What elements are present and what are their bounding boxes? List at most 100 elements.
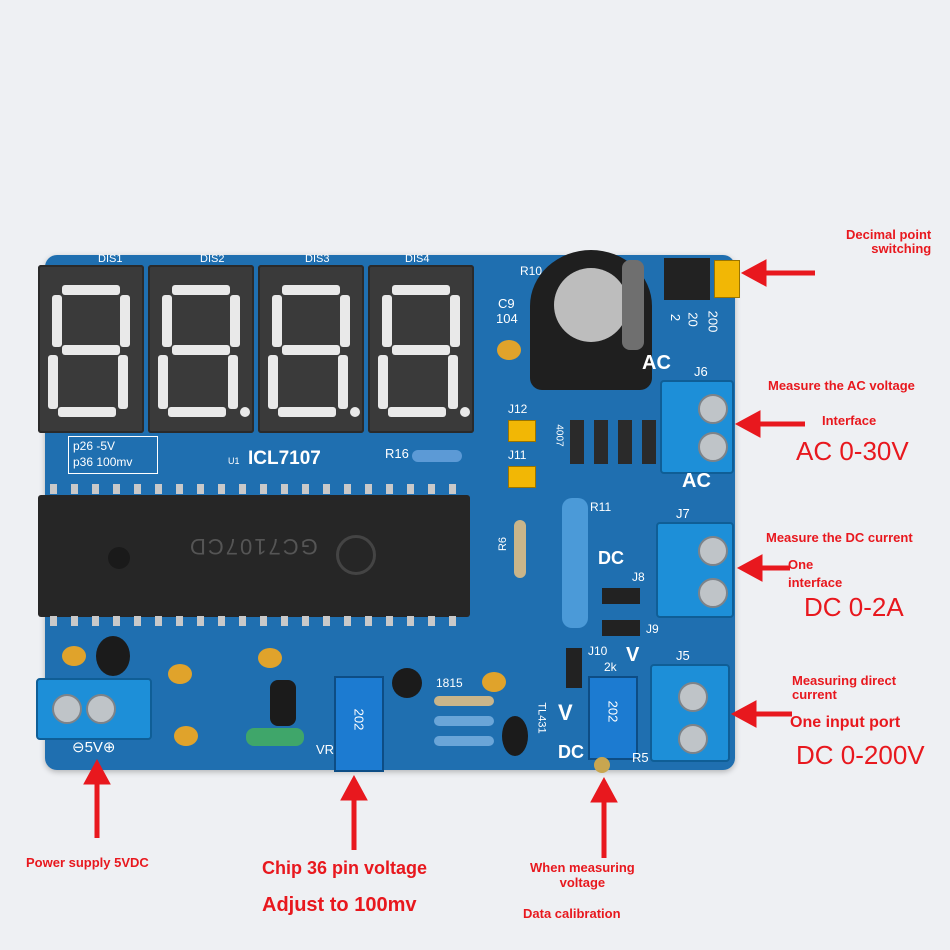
chip-pin (71, 484, 78, 494)
chip-pin (302, 484, 309, 494)
arrow-up-icon (340, 774, 368, 850)
decimal-point-annotation: Decimal point switching (846, 227, 932, 256)
dc-input-port-annotation: One input port (790, 714, 901, 731)
c9-value: 104 (496, 311, 518, 326)
chip-pin (92, 616, 99, 626)
arrow-up-icon (83, 758, 111, 838)
jumper-j12[interactable] (508, 420, 536, 442)
chip-pin (428, 484, 435, 494)
chip-pin (176, 484, 183, 494)
j10-label: J10 (588, 644, 608, 658)
chip-pin (134, 616, 141, 626)
ac-interface-annotation: Interface (822, 413, 877, 428)
chip-pin (428, 616, 435, 626)
ac-terminal-j6[interactable] (660, 380, 734, 474)
r16-label: R16 (385, 446, 409, 461)
seven-segment-digit-1 (38, 265, 144, 433)
ac-silk-top: AC (642, 352, 671, 374)
j6-label: J6 (694, 364, 708, 379)
chip-pin (92, 484, 99, 494)
transistor (392, 668, 422, 698)
j9-label: J9 (646, 622, 659, 636)
chip-pins-bottom (50, 616, 470, 628)
power-supply-annotation: Power supply 5VDC (26, 855, 149, 870)
dc-current-terminal-j7[interactable] (656, 522, 734, 618)
calibration-annotation: Data calibration (523, 906, 621, 921)
dc-current-annotation: Measure the DC current (766, 530, 913, 545)
screw-icon (698, 394, 728, 424)
power-silk: ⊖5V⊕ (72, 739, 116, 756)
chip-pin (449, 484, 456, 494)
j5-label: J5 (676, 648, 690, 663)
calibration-potentiometer[interactable]: 202 (588, 676, 638, 760)
ac-range-annotation: AC 0-30V (796, 436, 909, 466)
chip-pin (239, 484, 246, 494)
resistor-r6 (514, 520, 526, 578)
u1-label: U1 (228, 456, 240, 466)
inductor (246, 728, 304, 746)
chip-pin (155, 484, 162, 494)
manufacturer-logo-icon (336, 535, 376, 575)
chip-pin (449, 616, 456, 626)
chip-pin (155, 616, 162, 626)
dc-current-range-annotation: DC 0-2A (804, 592, 904, 622)
arrow-left-icon (730, 700, 792, 728)
arrow-left-icon (740, 259, 815, 287)
arrow-up-icon (590, 776, 618, 858)
dc-silk-voltage: DC (558, 742, 584, 762)
chip-pin (365, 484, 372, 494)
dc-voltage-range-annotation: DC 0-200V (796, 740, 925, 770)
j11-label: J11 (508, 448, 527, 462)
dc-voltage-terminal-j5[interactable] (650, 664, 730, 762)
screw-icon (678, 724, 708, 754)
ac-silk-bottom: AC (682, 470, 711, 492)
chip-pin (281, 484, 288, 494)
p36-note: p36 100mv (73, 455, 133, 469)
r5-label: R5 (632, 750, 649, 765)
rectifier-diodes (568, 412, 656, 472)
p26-note: p26 -5V (73, 439, 116, 453)
electrolytic-capacitor (530, 250, 652, 390)
chip-pin (407, 616, 414, 626)
screw-icon (86, 694, 116, 724)
header-j10 (566, 648, 582, 688)
seven-segment-digit-4 (368, 265, 474, 433)
chip-pin (302, 616, 309, 626)
ceramic-capacitor (168, 664, 192, 684)
reference-potentiometer[interactable]: 202 (334, 676, 384, 772)
chip-pin (386, 484, 393, 494)
ceramic-capacitor (174, 726, 198, 746)
power-terminal[interactable] (36, 678, 152, 740)
screw-icon (678, 682, 708, 712)
dc-silk-current: DC (598, 548, 624, 568)
chip-pin (71, 616, 78, 626)
jumper-j11[interactable] (508, 466, 536, 488)
dis3-label: DIS3 (305, 253, 330, 265)
arrow-left-icon (734, 410, 805, 438)
small-capacitor (96, 636, 130, 676)
dc-interface-annotation: interface (788, 575, 843, 590)
resistor (434, 716, 494, 726)
ceramic-capacitor (482, 672, 506, 692)
decimal-pin-header (664, 258, 710, 300)
j8-label: J8 (632, 570, 645, 584)
decimal-jumper[interactable] (714, 260, 740, 298)
tl431-regulator (502, 716, 528, 756)
adjust-annotation: Adjust to 100mv (262, 894, 417, 916)
icl7107-chip: GC7107CD (38, 495, 470, 617)
ceramic-capacitor-c9 (497, 340, 521, 360)
resistor (434, 696, 494, 706)
chip-pin (239, 616, 246, 626)
chip-pin (344, 484, 351, 494)
voltage-note-box: p26 -5V p36 100mv (68, 436, 158, 474)
r10-label: R10 (520, 264, 543, 278)
chip-pin (260, 484, 267, 494)
screw-icon (698, 432, 728, 462)
pot-adjust-screw-icon[interactable] (594, 757, 610, 773)
shunt-resistor-r11 (562, 498, 588, 628)
resistor (434, 736, 494, 746)
chip-pin (386, 616, 393, 626)
dis4-label: DIS4 (405, 253, 430, 265)
dis2-label: DIS2 (200, 253, 225, 265)
c9-label: C9 (498, 296, 515, 311)
